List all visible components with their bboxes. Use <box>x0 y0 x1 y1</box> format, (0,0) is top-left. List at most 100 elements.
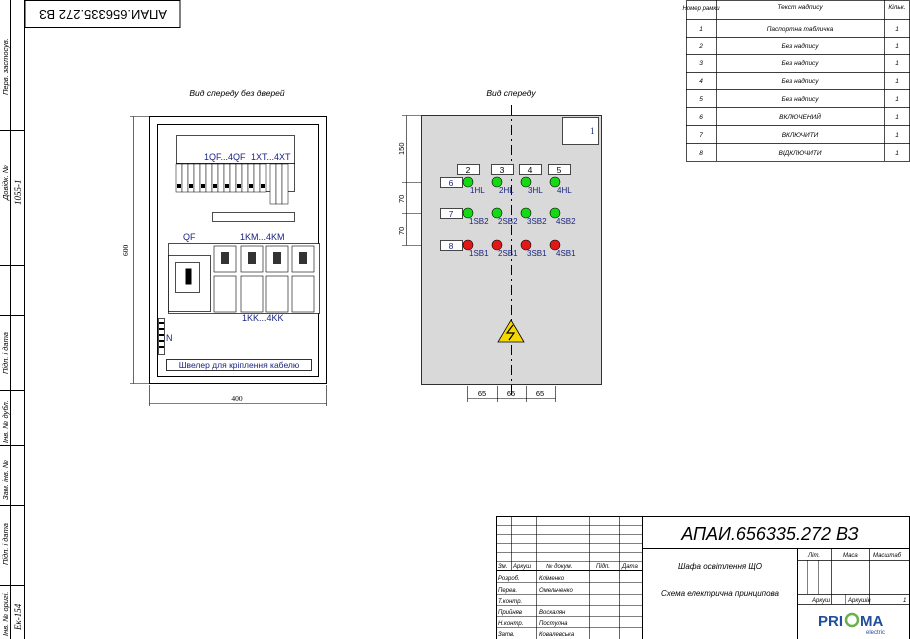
warning-sign-icon <box>497 319 525 343</box>
tb-code: АПАИ.656335.272 ВЗ <box>680 524 858 544</box>
plate-8-number: 8 <box>449 241 454 251</box>
tb-masshtab: Масштаб <box>873 553 902 559</box>
tb-role-4: Прийняв <box>498 609 522 616</box>
lamp-2hl-label: 2HL <box>499 186 514 195</box>
button-2sb2 <box>491 207 503 219</box>
strip-pidp-data-2: Підп. і дата <box>1 523 10 565</box>
plate-5 <box>548 164 571 175</box>
label-km-range: 1KM...4KM <box>240 232 285 242</box>
view1-dimensions <box>130 116 327 406</box>
table-row-7-qty: 1 <box>895 132 899 139</box>
tb-col-dokum: № докум. <box>546 563 572 570</box>
plate-3 <box>491 164 514 175</box>
doc-code-rotated: АПАИ.656335.272 ВЗ <box>39 7 167 22</box>
plate-2 <box>457 164 480 175</box>
tb-name-line1: Шафа освітлення ЩО <box>678 562 762 571</box>
plate-7 <box>440 208 463 219</box>
table-row-8-num: 8 <box>699 150 703 157</box>
table-head-2: Текст надпису <box>777 3 823 11</box>
doc-code-box <box>24 0 181 28</box>
tb-name-4: Воскалян <box>539 610 566 616</box>
view2-title: Вид спереду <box>486 88 536 98</box>
button-1sb1 <box>462 239 474 251</box>
tb-col-data: Дата <box>621 564 638 570</box>
table-row-3-num: 3 <box>699 60 703 67</box>
lamp-4hl-label: 4HL <box>557 186 572 195</box>
dim-h-65-c: 65 <box>536 389 544 398</box>
tb-name-2: Омельченко <box>539 588 574 594</box>
left-strip <box>0 0 25 639</box>
tb-arkushiv-value: 1 <box>903 598 906 604</box>
table-row-7-num: 7 <box>699 132 703 139</box>
label-qf-range: 1QF...4QF <box>204 152 246 162</box>
dim-v-70-b: 70 <box>397 227 406 235</box>
tb-role-6: Затв. <box>498 632 515 638</box>
table-row-2-qty: 1 <box>895 43 899 50</box>
table-row-2-text: Без надпису <box>781 42 819 50</box>
button-4sb1 <box>549 239 561 251</box>
plate-1-number: 1 <box>590 126 595 136</box>
button-2sb1 <box>491 239 503 251</box>
strip-zam-inv: Зам. інв. № <box>1 460 10 500</box>
cabinet-open <box>149 116 327 384</box>
plate-1 <box>562 117 599 145</box>
dim-width: 400 <box>231 394 243 403</box>
table-row-5-qty: 1 <box>895 96 899 103</box>
button-1sb2 <box>462 207 474 219</box>
cable-channel-label: Швелер для кріплення кабелю <box>179 360 300 370</box>
tb-name-line2: Схема електрична принципова <box>661 589 779 598</box>
tb-col-arkush: Аркуш <box>512 564 531 570</box>
strip-inv-dubl: Інв. № дубл. <box>1 400 10 443</box>
strip-pidp-data-1: Підп. і дата <box>1 332 10 374</box>
tb-col-pidp: Підп. <box>596 564 610 570</box>
lamp-3hl-label: 3HL <box>528 186 543 195</box>
view1-title: Вид спереду без дверей <box>189 88 285 98</box>
button-4sb1-label: 4SB1 <box>556 249 576 258</box>
table-head-3: Кільк. <box>888 3 905 11</box>
strip-perv-zastos: Перв. застосув. <box>1 38 10 95</box>
button-3sb1-label: 3SB1 <box>527 249 547 258</box>
table-row-4-num: 4 <box>699 78 703 85</box>
strip-dovid-no: Довідк. № <box>1 165 10 201</box>
tb-role-1: Розроб. <box>498 576 520 582</box>
plate-4-number: 4 <box>528 165 533 175</box>
lamp-2hl <box>491 176 503 188</box>
strip-dovid-value: 1055-1 <box>13 180 23 206</box>
label-xt-range: 1XT...4XT <box>251 152 291 162</box>
prisma-logo: PRI MA electric <box>818 612 885 636</box>
tb-name-6: Ковалевська <box>539 632 575 638</box>
tb-name-5: Постулна <box>539 621 568 627</box>
tb-col-zm: Зм. <box>498 564 507 570</box>
table-row-1-text: Паспортна табличка <box>767 25 834 33</box>
button-3sb1 <box>520 239 532 251</box>
logo-swirl-icon <box>844 612 860 628</box>
table-row-4-qty: 1 <box>895 78 899 85</box>
plate-8 <box>440 240 463 251</box>
table-row-3-qty: 1 <box>895 60 899 67</box>
lamp-1hl-label: 1HL <box>470 186 485 195</box>
dim-v-70-a: 70 <box>397 195 406 203</box>
plate-6 <box>440 177 463 188</box>
tb-role-2: Перев. <box>498 588 517 594</box>
table-row-6-qty: 1 <box>895 114 899 121</box>
table-row-5-num: 5 <box>699 96 703 103</box>
table-head-1: Номер рамки <box>682 6 720 12</box>
plate-2-number: 2 <box>466 165 471 175</box>
dim-h-65-a: 65 <box>478 389 486 398</box>
plate-7-number: 7 <box>449 209 454 219</box>
plate-5-number: 5 <box>557 165 562 175</box>
table-row-1-num: 1 <box>699 26 703 33</box>
strip-inv-orig-value: Ек-154 <box>13 603 23 631</box>
button-2sb2-label: 2SB2 <box>498 217 518 226</box>
table-row-5-text: Без надпису <box>781 95 819 103</box>
logo-text-2: MA <box>860 613 883 630</box>
tb-arkush: Аркуш <box>811 598 830 604</box>
lamp-4hl <box>549 176 561 188</box>
label-kk-range: 1KK...4KK <box>242 313 284 323</box>
button-1sb1-label: 1SB1 <box>469 249 489 258</box>
table-row-2-num: 2 <box>698 43 703 50</box>
button-4sb2 <box>549 207 561 219</box>
plate-4 <box>519 164 542 175</box>
lamp-1hl <box>462 176 474 188</box>
plate-6-number: 6 <box>449 178 454 188</box>
